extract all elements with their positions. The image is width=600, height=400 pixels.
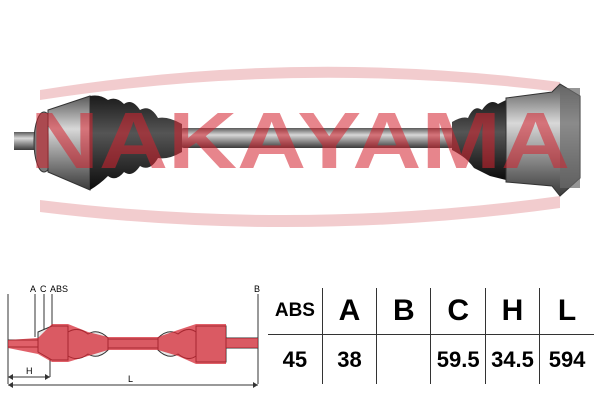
spec-table-value-row: 45 38 59.5 34.5 594 (268, 334, 594, 384)
schematic-label-b: B (254, 284, 260, 294)
spec-header-h: H (484, 288, 540, 336)
spec-value-l: 594 (539, 334, 594, 384)
spec-header-abs: ABS (268, 288, 323, 336)
watermark-swoosh-bottom (40, 196, 560, 228)
shaft-bar (180, 128, 455, 148)
left-boot (90, 95, 182, 190)
spec-header-l: L (539, 288, 594, 336)
spec-header-a: A (321, 288, 377, 336)
schematic-label-l: L (128, 374, 133, 384)
schematic-red-overlay (8, 324, 258, 364)
spec-header-b: B (376, 288, 431, 336)
schematic-label-abs: ABS (50, 284, 68, 294)
schematic-label-h: H (26, 366, 33, 376)
spec-table: ABS A B C H L 45 38 59.5 34.5 594 (268, 288, 594, 384)
spec-value-a: 38 (321, 334, 377, 384)
spec-value-abs: 45 (282, 346, 308, 372)
spec-table-header-row: ABS A B C H L (268, 288, 594, 336)
spec-header-c: C (430, 288, 486, 336)
watermark-text: NAKAYAMA (30, 96, 570, 185)
watermark-swoosh-top (40, 66, 560, 100)
right-joint-flange (560, 88, 580, 188)
schematic-label-a: A (30, 284, 36, 294)
spec-value-h: 34.5 (484, 334, 540, 384)
schematic-diagram: A C ABS B H L (7, 284, 260, 388)
spec-value-b (376, 334, 431, 384)
product-photo: NAKAYAMA (14, 66, 581, 228)
right-boot (452, 100, 506, 180)
spec-value-c: 59.5 (430, 334, 486, 384)
schematic-label-c: C (40, 284, 47, 294)
